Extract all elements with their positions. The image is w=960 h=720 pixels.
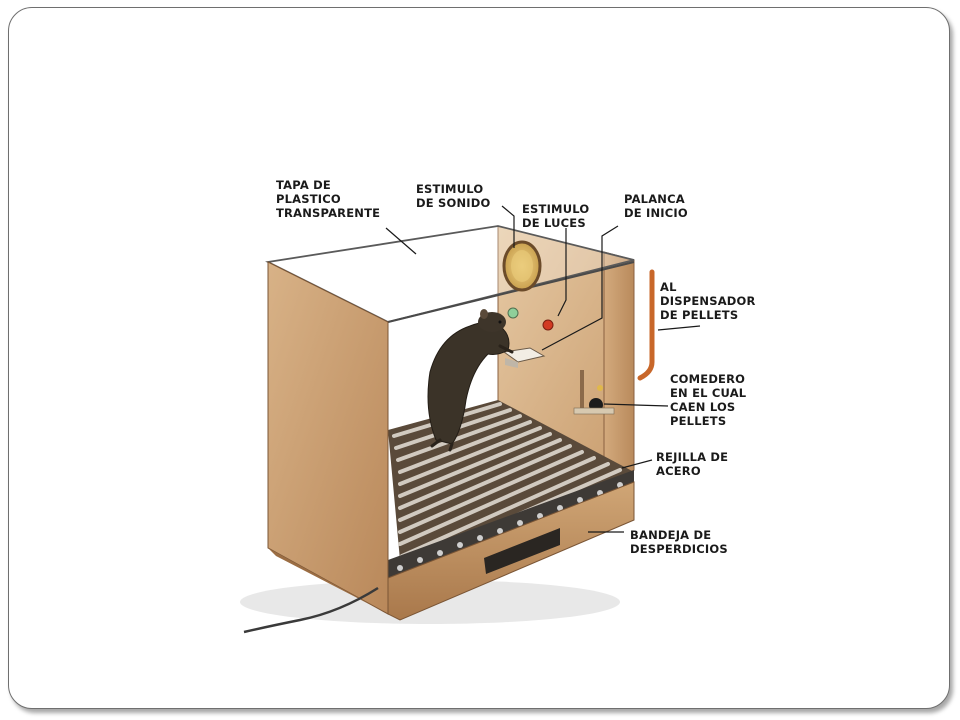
feeder-tube-slot bbox=[580, 370, 584, 410]
tray-handle bbox=[484, 528, 560, 574]
label-plastic-lid: TAPA DE PLASTICO TRANSPARENTE bbox=[276, 178, 381, 220]
steel-grid bbox=[392, 402, 622, 564]
red-light bbox=[542, 319, 554, 331]
green-light bbox=[507, 307, 519, 319]
right-panel bbox=[603, 251, 635, 493]
grid-rail bbox=[388, 470, 634, 578]
label-steel-grid: REJILLA DE ACERO bbox=[656, 450, 729, 478]
left-wall bbox=[267, 261, 389, 615]
start-lever bbox=[502, 347, 546, 363]
label-light-stimulus: ESTIMULO DE LUCES bbox=[522, 202, 590, 230]
label-pellet-dispenser: AL DISPENSADOR DE PELLETS bbox=[660, 280, 756, 322]
label-start-lever: PALANCA DE INICIO bbox=[624, 192, 688, 220]
rat bbox=[427, 309, 514, 452]
pellet-tube bbox=[637, 269, 655, 381]
label-sound-stimulus: ESTIMULO DE SONIDO bbox=[416, 182, 491, 210]
power-cable bbox=[243, 586, 379, 634]
leader-lines bbox=[385, 205, 701, 533]
label-waste-tray: BANDEJA DE DESPERDICIOS bbox=[630, 528, 728, 556]
label-feeder: COMEDERO EN EL CUAL CAEN LOS PELLETS bbox=[670, 372, 747, 428]
